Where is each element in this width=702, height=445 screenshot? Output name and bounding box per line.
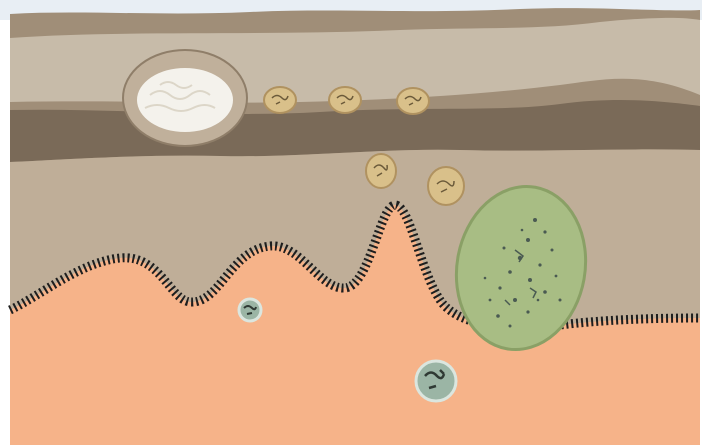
small-round-cyst (239, 299, 261, 321)
tan-cyst (397, 88, 429, 114)
tan-cyst (366, 154, 396, 188)
tan-cyst (264, 87, 296, 113)
small-round-cyst (416, 361, 456, 401)
white-mass (137, 68, 233, 132)
tan-cyst (428, 167, 464, 205)
tan-cyst (329, 87, 361, 113)
